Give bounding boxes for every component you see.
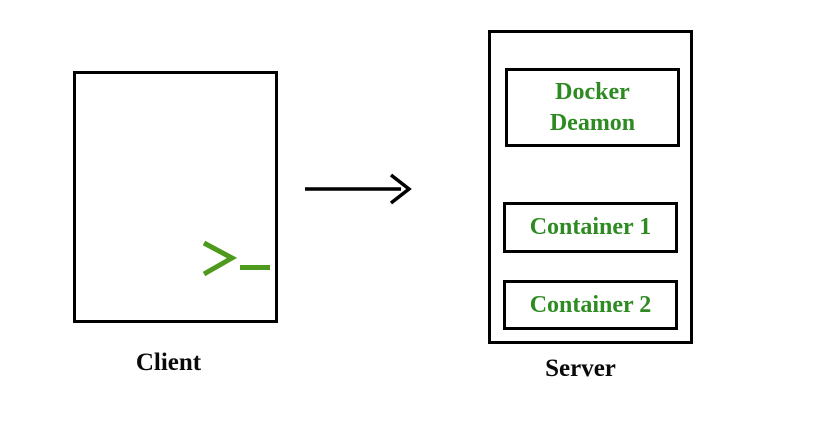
server-label: Server: [545, 355, 616, 382]
client-box: [73, 71, 278, 323]
container-1-label: Container 1: [529, 214, 652, 241]
terminal-prompt-icon: [202, 240, 270, 277]
container-2-box: Container 2: [503, 280, 678, 330]
docker-daemon-box: Docker Deamon: [505, 68, 680, 147]
docker-daemon-label: Docker Deamon: [549, 78, 636, 136]
client-label: Client: [135, 349, 202, 376]
container-2-label: Container 2: [529, 291, 652, 318]
container-1-box: Container 1: [503, 202, 678, 253]
server-box: Docker Deamon Container 1 Container 2: [488, 30, 693, 344]
arrow-right-icon: [305, 173, 412, 205]
